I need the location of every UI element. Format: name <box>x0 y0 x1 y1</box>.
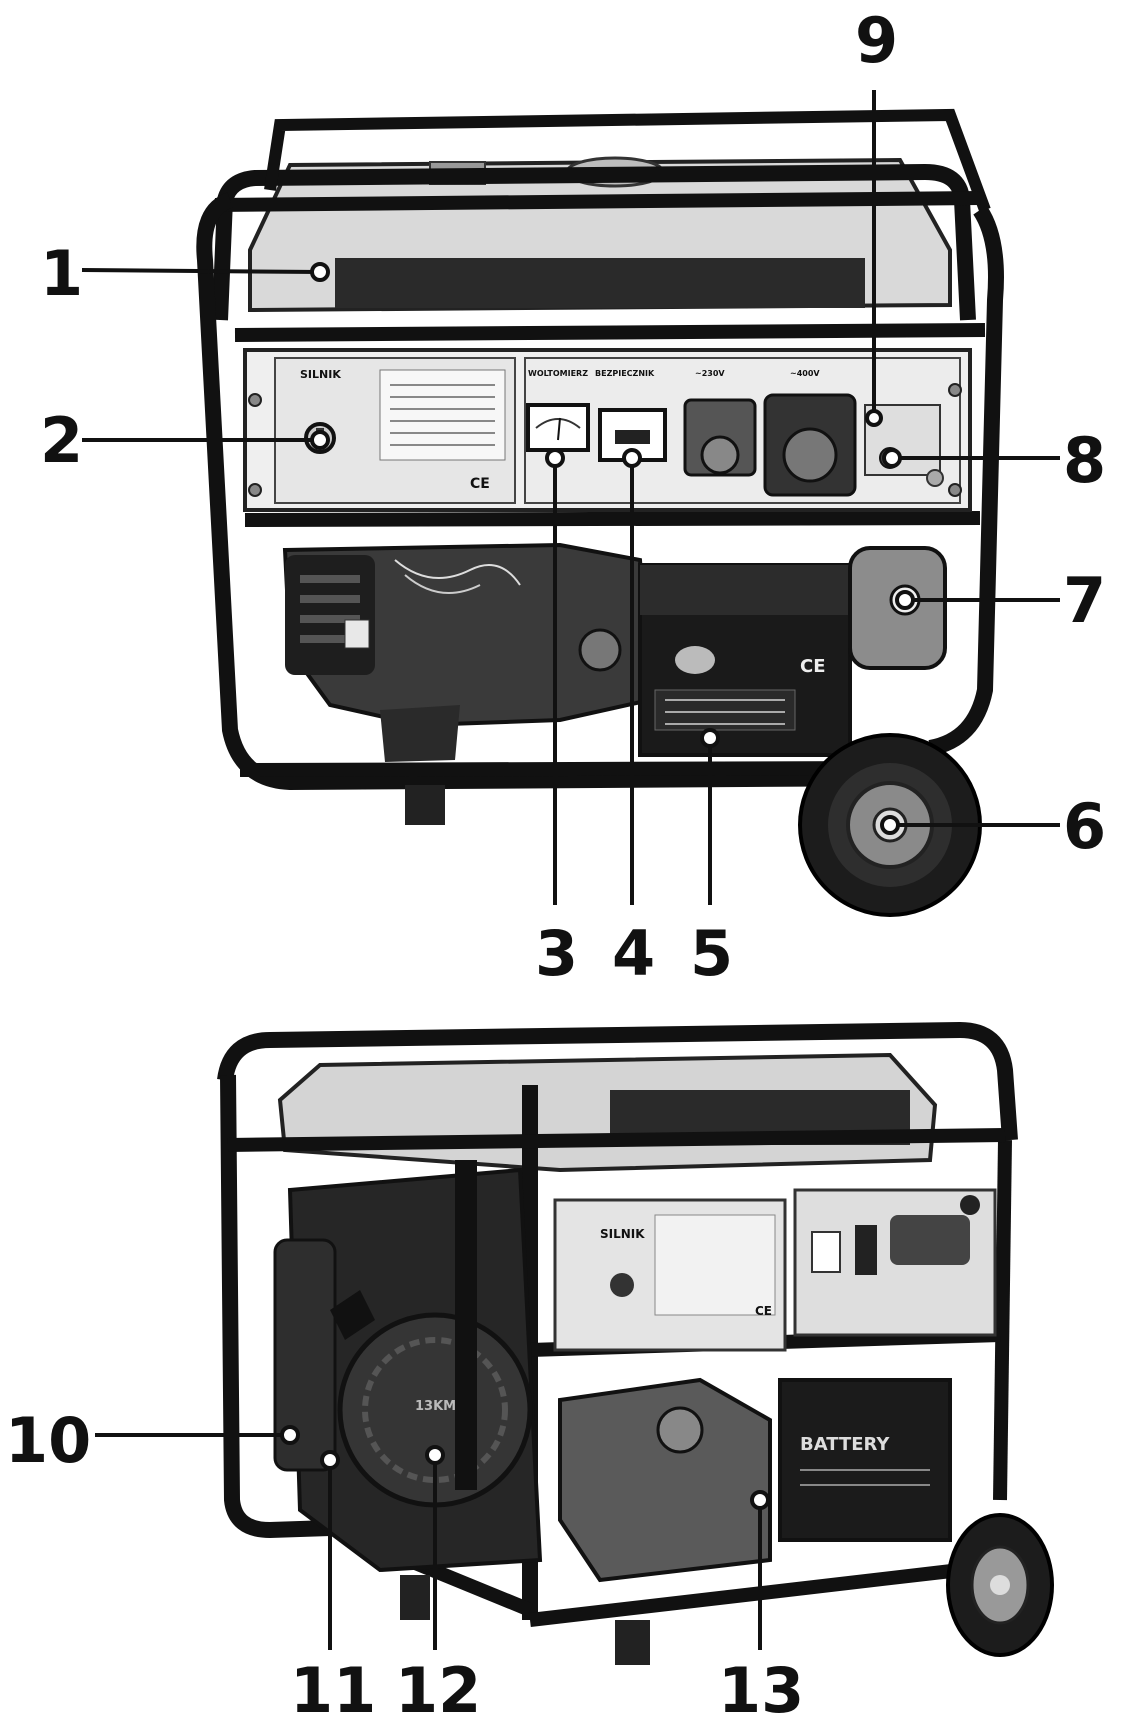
spec-table <box>379 369 506 461</box>
callout-3: 3 <box>535 917 578 990</box>
frame-lower-rail <box>244 511 981 527</box>
callout-10: 10 <box>5 1404 91 1477</box>
ground-terminal[interactable] <box>926 469 944 487</box>
socket-400-label: ~400V <box>790 369 820 378</box>
generator-front-view: SILNIK CE WOLTOMIERZ BEZPIECZNIK ~230V ~… <box>196 108 1004 917</box>
callout-dots-top <box>310 262 915 835</box>
front-foot <box>405 785 445 825</box>
generator-angle-view: SILNIK CE 13KM BATTERY <box>217 1021 1054 1665</box>
handle-post <box>455 1160 477 1490</box>
callout-11: 11 <box>290 1654 376 1719</box>
frame-side-right <box>928 205 1004 756</box>
battery-angle <box>778 1378 952 1542</box>
callout-12: 12 <box>395 1654 481 1719</box>
frame-base-rail <box>239 761 901 777</box>
voltmeter-label: WOLTOMIERZ <box>528 369 588 378</box>
socket-230-label: ~230V <box>695 369 725 378</box>
callout-9: 9 <box>855 4 898 77</box>
frame-crossbar <box>214 191 981 212</box>
transport-wheel-angle <box>946 1513 1054 1657</box>
engine-label-angle: SILNIK <box>600 1227 645 1241</box>
ignition-switch-angle[interactable] <box>610 1273 634 1297</box>
callout-5: 5 <box>690 917 733 990</box>
breaker-label: BEZPIECZNIK <box>595 369 655 378</box>
frame-top-rail-back <box>264 108 991 213</box>
frame-side-left <box>196 192 901 791</box>
frame-top-rail <box>212 164 976 321</box>
callout-13: 13 <box>718 1654 804 1719</box>
tank-label-band <box>335 258 865 308</box>
callout-7: 7 <box>1063 564 1106 637</box>
battery-ce-mark: CE <box>800 656 826 677</box>
callout-dots-bottom <box>280 1425 770 1510</box>
engine-ce-angle: CE <box>755 1304 772 1318</box>
frame-angle-top <box>217 1021 1018 1141</box>
engine-ce-mark: CE <box>470 476 490 492</box>
callout-4: 4 <box>612 917 655 990</box>
oil-cap <box>578 628 622 672</box>
callout-6: 6 <box>1063 790 1106 863</box>
battery-brand: BATTERY <box>800 1434 890 1455</box>
callout-1: 1 <box>40 237 83 310</box>
frame-angle-left <box>220 1074 331 1539</box>
callout-leaders-top <box>81 90 1060 905</box>
sockets-angle[interactable] <box>890 1215 970 1265</box>
frame-angle-right <box>993 1139 1012 1501</box>
callout-2: 2 <box>40 404 83 477</box>
recoil-text: 13KM <box>415 1399 456 1414</box>
air-filter-box <box>273 1238 337 1472</box>
callout-leaders-bottom <box>95 1433 762 1650</box>
frame-mid-rail <box>234 323 986 342</box>
engine-crankcase <box>558 1377 772 1583</box>
callout-8: 8 <box>1063 424 1106 497</box>
engine-label: SILNIK <box>300 368 341 381</box>
